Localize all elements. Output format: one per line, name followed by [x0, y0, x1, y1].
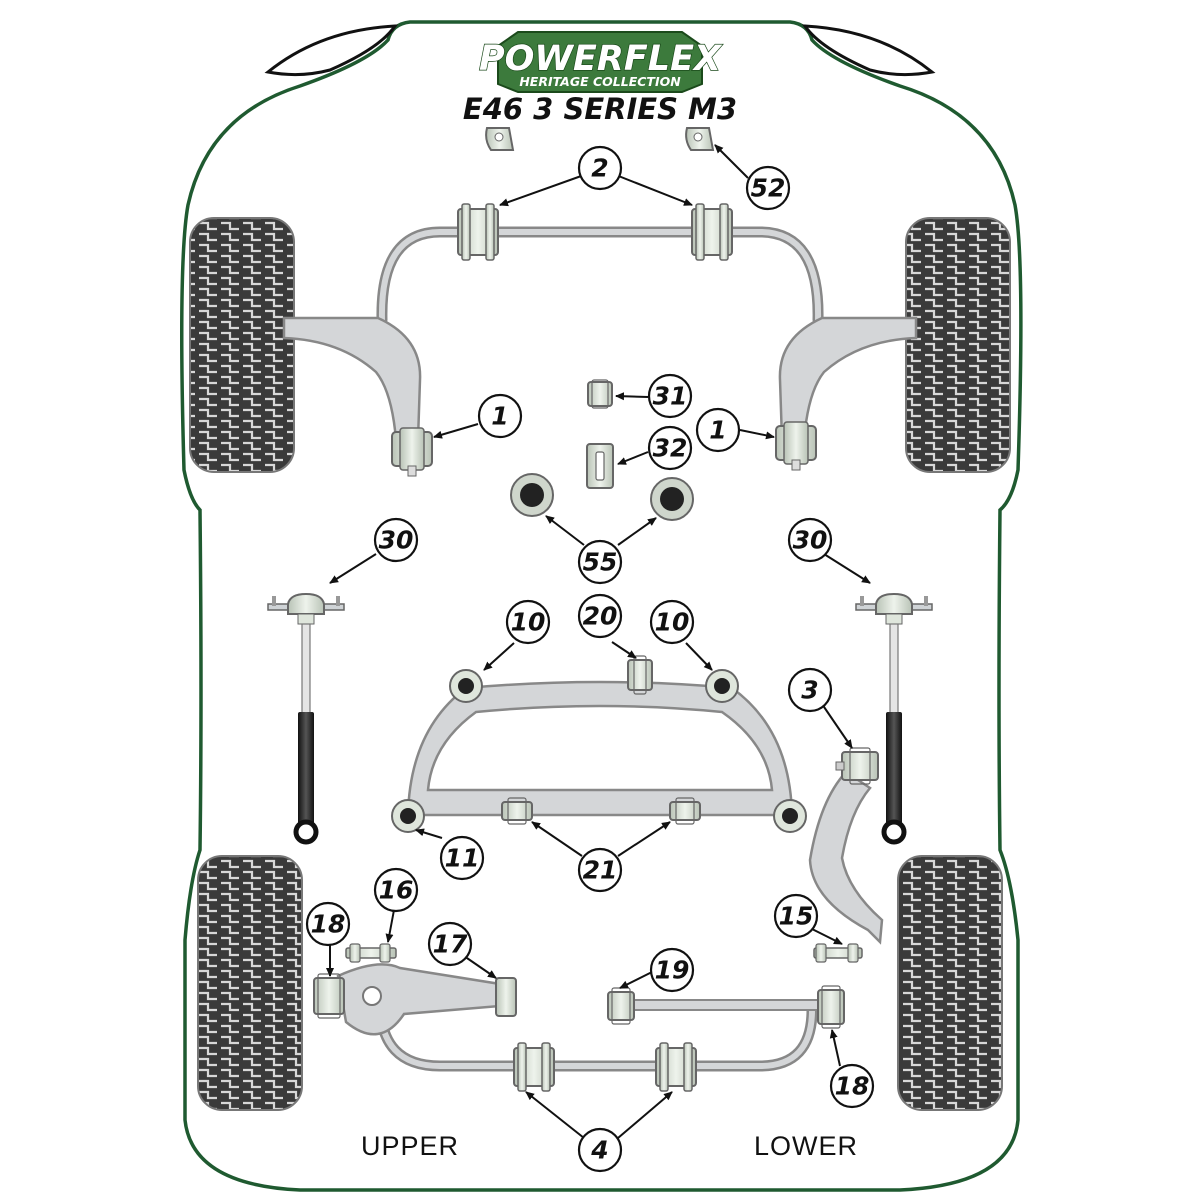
rear-subframe	[406, 680, 794, 817]
engine-mount-left	[510, 473, 554, 517]
logo-brand-text: POWERFLEX	[479, 39, 723, 79]
svg-text:30: 30	[793, 526, 828, 555]
callout-31: 31	[647, 373, 693, 419]
callout-21: 21	[577, 847, 623, 893]
tyre-front-left	[189, 217, 295, 473]
callout-19: 19	[649, 947, 695, 993]
diff-bush-21-left	[501, 797, 533, 825]
callout-10-right: 10	[649, 599, 695, 645]
callout-52: 52	[745, 165, 791, 211]
svg-text:15: 15	[779, 902, 814, 931]
rear-upper-arm	[313, 943, 517, 1036]
svg-text:30: 30	[379, 526, 414, 555]
arb-bush-front-right	[691, 203, 733, 261]
diff-bush-21-right	[669, 797, 701, 825]
svg-text:1: 1	[709, 416, 726, 445]
arb-bush-front-left	[457, 203, 499, 261]
leader-arrows	[326, 144, 871, 1139]
front-wishbone-left	[282, 316, 422, 442]
wishbone-rear-bush-right	[775, 421, 817, 471]
svg-text:19: 19	[655, 956, 690, 985]
callout-4: 4	[577, 1127, 623, 1173]
svg-text:52: 52	[751, 174, 786, 203]
tyre-rear-left	[197, 855, 303, 1111]
callout-11: 11	[439, 835, 485, 881]
callout-10-left: 10	[505, 599, 551, 645]
svg-text:3: 3	[801, 676, 818, 705]
svg-text:16: 16	[379, 876, 414, 905]
front-wishbone-right	[778, 316, 918, 442]
svg-text:32: 32	[653, 434, 688, 463]
callout-32: 32	[647, 425, 693, 471]
svg-text:11: 11	[445, 844, 480, 873]
callout-30-left: 30	[373, 517, 419, 563]
label-lower: LOWER	[754, 1131, 858, 1161]
tyre-rear-right	[897, 855, 1003, 1111]
svg-text:10: 10	[511, 608, 546, 637]
callouts: 2 52 1 1 31 32 55 30 30 10 20 10 3 11 21…	[305, 145, 875, 1173]
svg-text:2: 2	[591, 154, 608, 183]
rear-shock-left	[267, 592, 345, 845]
label-upper: UPPER	[361, 1131, 459, 1161]
subframe-bush-11-right	[773, 799, 807, 833]
svg-text:17: 17	[433, 930, 468, 959]
rear-arb-bush-right	[655, 1042, 697, 1092]
powerflex-logo: POWERFLEX HERITAGE COLLECTION	[478, 31, 724, 93]
steering-rack-bush-32	[586, 443, 614, 489]
steering-rack-bush-31	[587, 379, 613, 409]
svg-text:10: 10	[655, 608, 690, 637]
svg-text:21: 21	[583, 856, 618, 885]
tyre-front-right	[905, 217, 1011, 473]
wishbone-rear-bush-left	[391, 427, 433, 477]
callout-55: 55	[577, 539, 623, 585]
svg-text:55: 55	[583, 548, 618, 577]
model-title: E46 3 SERIES M3	[463, 92, 737, 126]
rear-shock-right	[855, 592, 933, 845]
callout-3: 3	[787, 667, 833, 713]
callout-16: 16	[373, 867, 419, 913]
callout-20: 20	[577, 593, 623, 639]
headlight-left	[264, 24, 398, 77]
svg-text:18: 18	[835, 1072, 870, 1101]
callout-30-right: 30	[787, 517, 833, 563]
callout-1-left: 1	[477, 393, 523, 439]
svg-text:18: 18	[311, 910, 346, 939]
headlight-right	[802, 24, 936, 77]
subframe-bush-10-right	[705, 669, 739, 703]
callout-18-left: 18	[305, 901, 351, 947]
callout-1-right: 1	[695, 407, 741, 453]
callout-17: 17	[427, 921, 473, 967]
logo-subline-text: HERITAGE COLLECTION	[519, 74, 681, 89]
svg-text:4: 4	[590, 1136, 608, 1165]
callout-2: 2	[577, 145, 623, 191]
diff-mount-bush-20	[627, 655, 653, 695]
svg-text:1: 1	[491, 402, 508, 431]
callout-18-right: 18	[829, 1063, 875, 1109]
rear-lower-arm	[607, 943, 863, 1029]
subframe-bush-10-left	[449, 669, 483, 703]
svg-text:20: 20	[583, 602, 618, 631]
rear-arb-bush-left	[513, 1042, 555, 1092]
subframe-bush-11-left	[391, 799, 425, 833]
callout-15: 15	[773, 893, 819, 939]
engine-mount-right	[650, 477, 694, 521]
rear-trailing-arm	[808, 747, 884, 945]
svg-text:31: 31	[653, 382, 688, 411]
